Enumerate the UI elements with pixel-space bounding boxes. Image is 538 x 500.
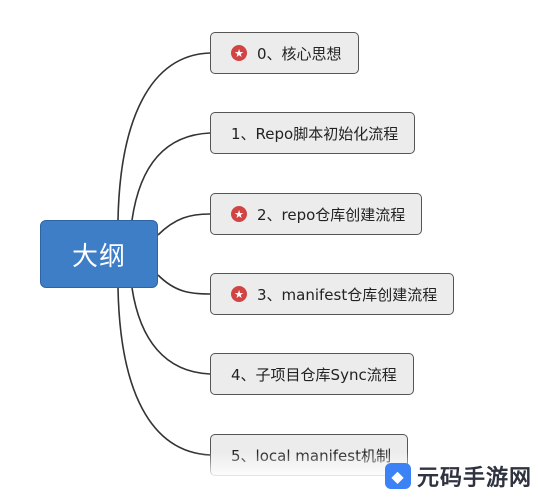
branch-topic-label: 1、Repo脚本初始化流程 [231, 124, 399, 143]
connector-line-5 [117, 287, 211, 456]
connector-line-3 [157, 274, 211, 295]
branch-topic-label: 0、核心思想 [257, 44, 342, 63]
branch-topic-label: 3、manifest仓库创建流程 [257, 285, 438, 304]
connector-line-1 [131, 132, 211, 221]
connector-line-0 [117, 52, 211, 221]
star-icon: ★ [231, 206, 247, 222]
connector-line-2 [157, 213, 211, 236]
root-topic-label: 大纲 [71, 241, 126, 272]
branch-topic-label: 4、子项目仓库Sync流程 [231, 365, 397, 384]
star-icon: ★ [231, 286, 247, 302]
watermark-text: 元码手游网 [416, 466, 532, 491]
connector-line-4 [131, 287, 211, 375]
branch-topic-2[interactable]: ★ 2、repo仓库创建流程 [210, 193, 423, 235]
branch-topic-0[interactable]: ★ 0、核心思想 [210, 32, 359, 74]
branch-topic-1[interactable]: 1、Repo脚本初始化流程 [210, 112, 416, 154]
watermark-logo-icon: ◆ [384, 463, 411, 489]
watermark: ◆ 元码手游网 [384, 460, 532, 492]
branch-topic-3[interactable]: ★ 3、manifest仓库创建流程 [210, 273, 455, 315]
bottom-fade-overlay [0, 452, 538, 500]
root-topic[interactable]: 大纲 [40, 220, 158, 288]
branch-topic-4[interactable]: 4、子项目仓库Sync流程 [210, 353, 414, 395]
star-icon: ★ [231, 45, 247, 61]
branch-topic-label: 2、repo仓库创建流程 [257, 205, 406, 224]
